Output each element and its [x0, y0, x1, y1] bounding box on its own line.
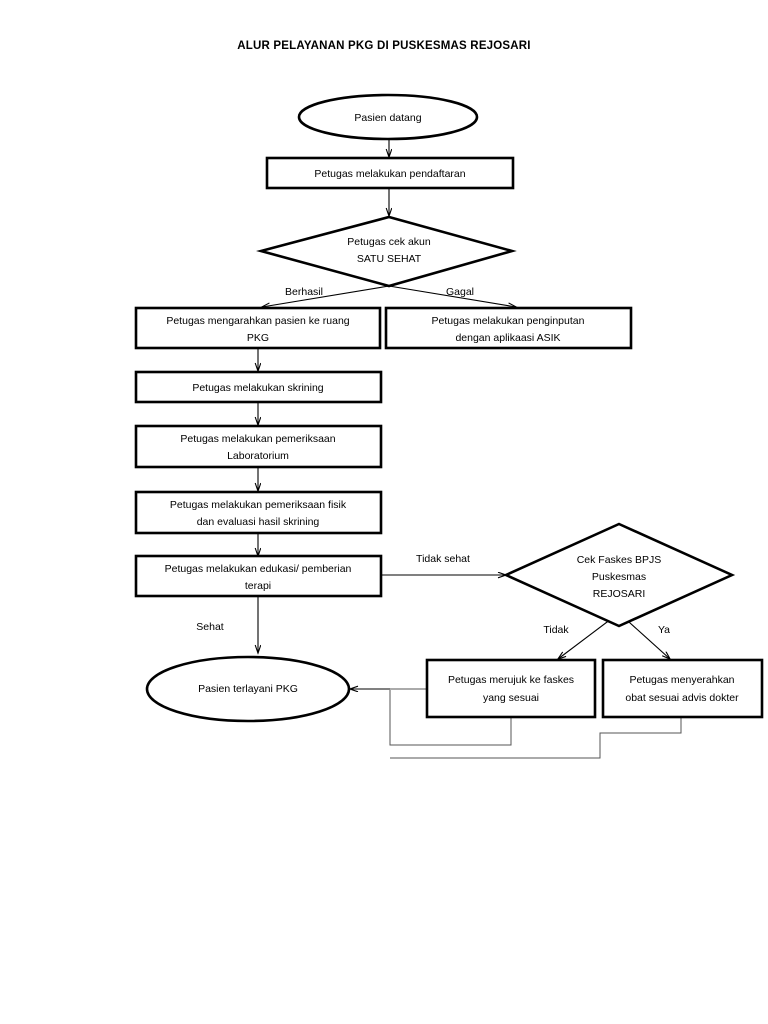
cek-akun-label-line2: SATU SEHAT [357, 253, 422, 265]
cek-akun-diamond-shape [256, 215, 517, 288]
menyerahkan-obat-label-line2: obat sesuai advis dokter [625, 692, 739, 704]
edukasi-terapi-label-line1: Petugas melakukan edukasi/ pemberian [165, 563, 352, 575]
penginputan-asik-box-shape [384, 306, 633, 350]
arahkan-pkg-box-shape [134, 306, 382, 350]
node-end[interactable]: Pasien terlayani PKG [145, 655, 351, 723]
node-cek-akun[interactable]: Petugas cek akun SATU SEHAT [256, 215, 517, 288]
arahkan-pkg-label-line2: PKG [247, 332, 269, 344]
laboratorium-label-line2: Laboratorium [227, 450, 289, 462]
cek-akun-label-line1: Petugas cek akun [347, 236, 431, 248]
cek-faskes-label-line2: Puskesmas [592, 571, 646, 583]
node-pemeriksaan-fisik[interactable]: Petugas melakukan pemeriksaan fisik dan … [134, 490, 383, 535]
connector-obat-return-path [390, 717, 682, 759]
edge-label-ya: Ya [658, 624, 670, 636]
node-skrining[interactable]: Petugas melakukan skrining [134, 370, 383, 404]
cek-faskes-label-line1: Cek Faskes BPJS [577, 554, 662, 566]
node-edukasi-terapi[interactable]: Petugas melakukan edukasi/ pemberian ter… [134, 554, 383, 598]
edukasi-terapi-box-shape [134, 554, 383, 598]
edge-label-berhasil: Berhasil [285, 286, 323, 298]
node-arahkan-pkg[interactable]: Petugas mengarahkan pasien ke ruang PKG [134, 306, 382, 350]
penginputan-asik-label-line2: dengan aplikaasi ASIK [455, 332, 560, 344]
menyerahkan-obat-label-line1: Petugas menyerahkan [629, 674, 734, 686]
pendaftaran-box-shape [265, 156, 515, 190]
edge-label-gagal: Gagal [446, 286, 474, 298]
node-menyerahkan-obat[interactable]: Petugas menyerahkan obat sesuai advis do… [601, 658, 764, 719]
merujuk-faskes-box-shape [425, 658, 597, 719]
end-ellipse-shape [145, 655, 351, 723]
edge-label-tidak: Tidak [543, 624, 569, 636]
connector-cek-akun-berhasil [262, 285, 390, 307]
pemeriksaan-fisik-box-shape [134, 490, 383, 535]
arahkan-pkg-label-line1: Petugas mengarahkan pasien ke ruang [166, 315, 349, 327]
node-cek-faskes[interactable]: Cek Faskes BPJS Puskesmas REJOSARI [502, 522, 736, 628]
menyerahkan-obat-box-shape [601, 658, 764, 719]
cek-faskes-label-line3: REJOSARI [593, 588, 646, 600]
skrining-label: Petugas melakukan skrining [192, 382, 323, 394]
node-laboratorium[interactable]: Petugas melakukan pemeriksaan Laboratori… [134, 424, 383, 469]
edge-label-sehat: Sehat [196, 621, 224, 633]
start-ellipse-shape [297, 93, 479, 141]
connector-cek-akun-gagal [388, 285, 516, 307]
skrining-box-shape [134, 370, 383, 404]
pemeriksaan-fisik-label-line1: Petugas melakukan pemeriksaan fisik [170, 499, 347, 511]
node-start[interactable]: Pasien datang [297, 93, 479, 141]
merujuk-faskes-label-line1: Petugas merujuk ke faskes [448, 674, 574, 686]
end-label: Pasien terlayani PKG [198, 683, 298, 695]
merujuk-faskes-label-line2: yang sesuai [483, 692, 539, 704]
node-pendaftaran[interactable]: Petugas melakukan pendaftaran [265, 156, 515, 190]
cek-faskes-diamond-shape [502, 522, 736, 628]
node-merujuk-faskes[interactable]: Petugas merujuk ke faskes yang sesuai [425, 658, 597, 719]
pendaftaran-label: Petugas melakukan pendaftaran [314, 168, 465, 180]
laboratorium-label-line1: Petugas melakukan pemeriksaan [180, 433, 335, 445]
laboratorium-box-shape [134, 424, 383, 469]
pemeriksaan-fisik-label-line2: dan evaluasi hasil skrining [197, 516, 320, 528]
penginputan-asik-label-line1: Petugas melakukan penginputan [432, 315, 585, 327]
page-title: ALUR PELAYANAN PKG DI PUSKESMAS REJOSARI [237, 40, 531, 52]
edge-label-tidak-sehat: Tidak sehat [416, 553, 470, 565]
start-label: Pasien datang [354, 112, 421, 124]
edukasi-terapi-label-line2: terapi [245, 580, 271, 592]
connector-merujuk-return-path [389, 690, 512, 746]
node-penginputan-asik[interactable]: Petugas melakukan penginputan dengan apl… [384, 306, 633, 350]
